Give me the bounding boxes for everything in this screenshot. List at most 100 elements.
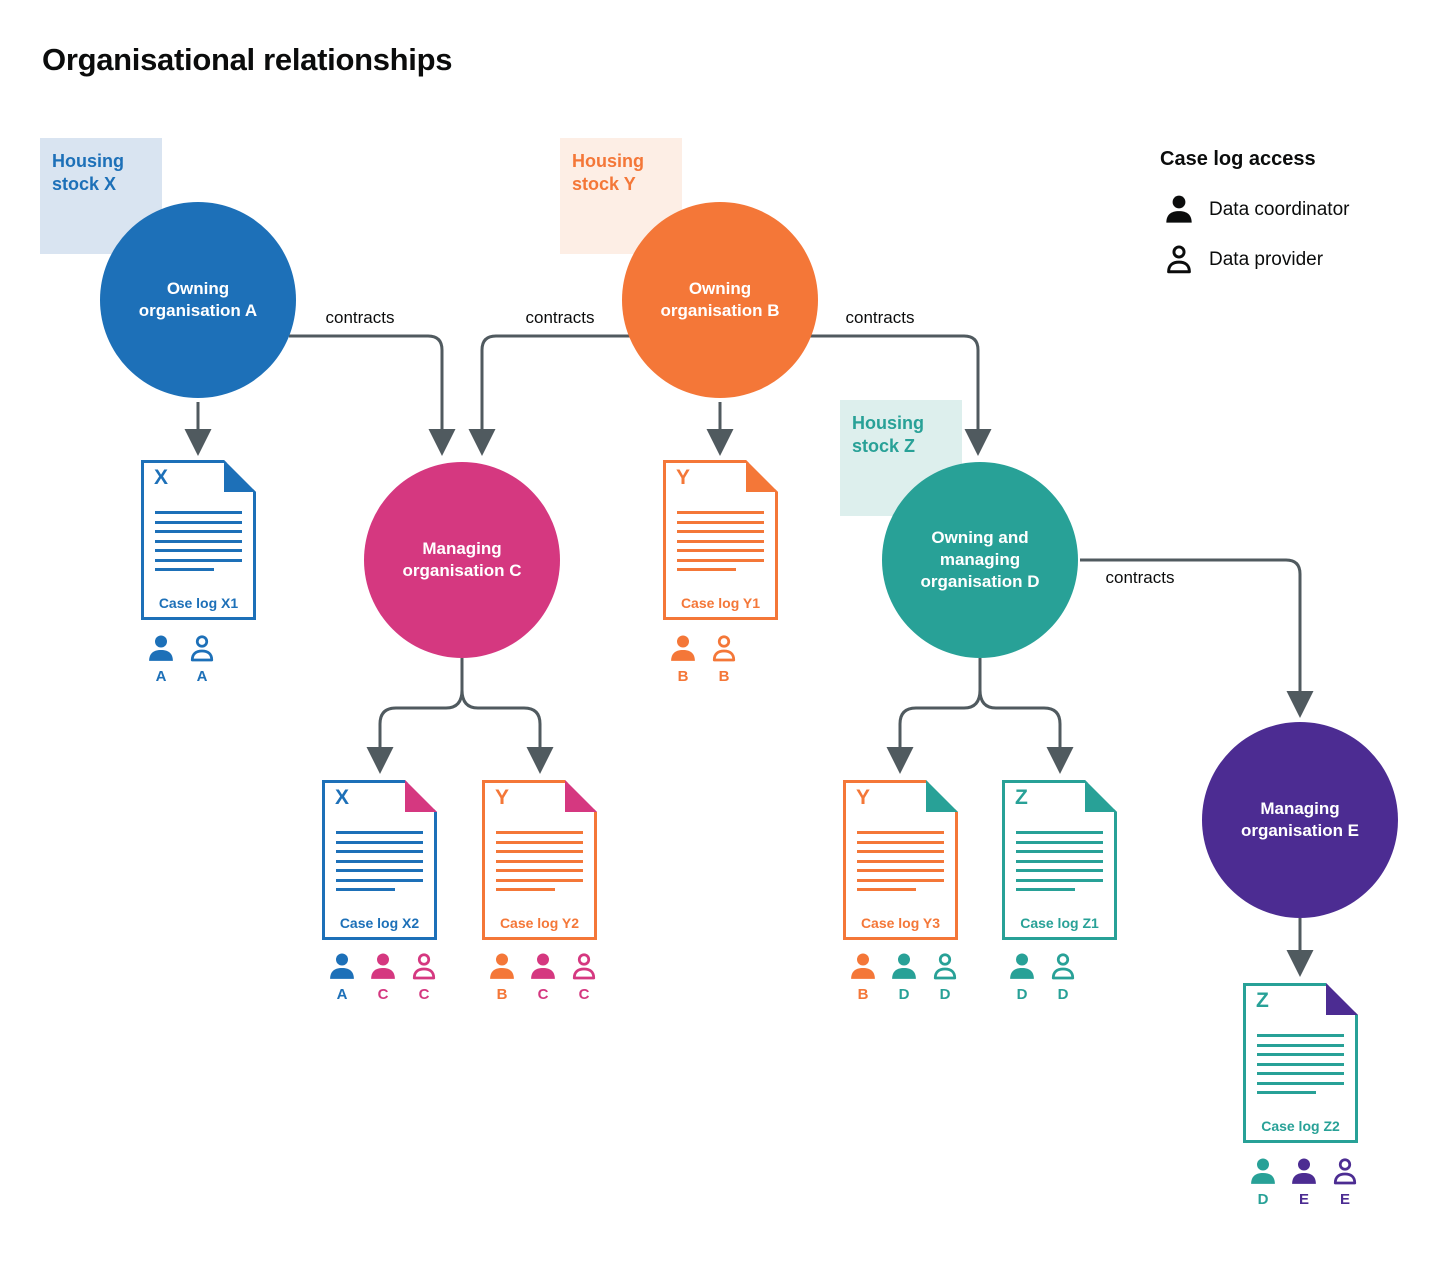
access-item: C [367,952,399,1003]
org-circle-c: Managing organisation C [364,462,560,658]
access-row-z2: D E E [1247,1157,1361,1208]
housing-stock-z-tag: Housing stock Z [840,400,962,516]
doc-caption: Case log X2 [339,915,420,931]
data-coordinator-icon [892,953,916,979]
data-provider-icon [1051,953,1075,980]
access-org-letter: D [1257,1191,1269,1208]
access-org-letter: A [336,986,348,1003]
org-circle-e: Managing organisation E [1202,722,1398,918]
access-org-letter: A [196,668,208,685]
doc-caption: Case log Z1 [1020,915,1099,931]
case-log-y2-doc: Y Case log Y2 [482,780,597,940]
arrow-c-to-case-log-x2 [366,689,464,774]
legend-item-provider: Data provider [1163,244,1323,276]
access-item: D [1047,952,1079,1003]
data-provider-icon [1333,1158,1357,1185]
legend-label: Data coordinator [1209,199,1350,220]
access-org-letter: D [1016,986,1028,1003]
access-item: B [486,952,518,1003]
doc-text-lines [1257,1034,1344,1094]
case-log-y3-doc: Y Case log Y3 [843,780,958,940]
access-row-y3: B D D [847,952,961,1003]
arrow-d-to-case-log-y3 [886,689,982,774]
org-circle-a: Owning organisation A [100,202,296,398]
doc-letter: Z [1256,989,1269,1012]
access-org-letter: B [496,986,508,1003]
data-coordinator-icon [1251,1158,1275,1184]
doc-caption: Case log Z2 [1261,1118,1340,1134]
access-item: B [708,634,740,685]
access-org-letter: C [377,986,389,1003]
access-item: D [1006,952,1038,1003]
arrow-d-to-e [1080,558,1314,718]
case-log-x1-doc: X Case log X1 [141,460,256,620]
case-log-z1-doc: Z Case log Z1 [1002,780,1117,940]
doc-caption: Case log X1 [158,595,239,611]
contracts-label-d-e: contracts [1105,568,1175,587]
folded-corner-icon [405,780,437,812]
access-item: E [1329,1157,1361,1208]
doc-text-lines [155,511,242,571]
folded-corner-icon [926,780,958,812]
access-org-letter: B [857,986,869,1003]
case-log-x2-doc: X Case log X2 [322,780,437,940]
access-row-x1: A A [145,634,218,685]
access-org-letter: E [1298,1191,1309,1208]
doc-letter: Z [1015,786,1028,809]
doc-text-lines [857,831,944,891]
access-org-letter: B [677,668,689,685]
doc-text-lines [1016,831,1103,891]
org-circle-b: Owning organisation B [622,202,818,398]
data-provider-icon [712,635,736,662]
data-coordinator-icon [330,953,354,979]
doc-caption: Case log Y3 [860,915,941,931]
folded-corner-icon [1326,983,1358,1015]
folded-corner-icon [224,460,256,492]
case-log-y1-doc: Y Case log Y1 [663,460,778,620]
doc-letter: Y [676,466,691,489]
folded-corner-icon [746,460,778,492]
data-coordinator-icon [851,953,875,979]
doc-text-lines [336,831,423,891]
access-item: A [186,634,218,685]
legend-label: Data provider [1209,249,1324,270]
doc-text-lines [496,831,583,891]
access-row-y1: B B [667,634,740,685]
data-provider-icon [412,953,436,980]
data-coordinator-icon [531,953,555,979]
access-item: C [527,952,559,1003]
access-item: A [145,634,177,685]
access-item: C [568,952,600,1003]
access-org-letter: B [718,668,730,685]
contracts-label-b-c: contracts [525,308,595,327]
data-provider-icon [190,635,214,662]
doc-letter: Y [856,786,871,809]
access-item: A [326,952,358,1003]
data-coordinator-icon [371,953,395,979]
contracts-label-b-d: contracts [845,308,915,327]
legend-item-coordinator: Data coordinator [1163,194,1349,226]
access-org-letter: D [898,986,910,1003]
doc-caption: Case log Y2 [499,915,580,931]
access-item: B [847,952,879,1003]
arrow-b-to-c [468,334,630,456]
access-item: E [1288,1157,1320,1208]
arrow-b-to-d [810,334,992,456]
data-coordinator-icon [490,953,514,979]
access-item: B [667,634,699,685]
doc-text-lines [677,511,764,571]
case-log-z2-doc: Z Case log Z2 [1243,983,1358,1143]
arrow-a-to-c [289,334,456,456]
page-title: Organisational relationships [42,42,453,77]
data-provider-icon [572,953,596,980]
doc-caption: Case log Y1 [680,595,761,611]
access-org-letter: C [537,986,549,1003]
access-org-letter: E [1339,1191,1350,1208]
org-circle-d: Owning and managing organisation D [882,462,1078,658]
access-item: D [1247,1157,1279,1208]
access-row-x2: A C C [326,952,440,1003]
contracts-label-a-c: contracts [325,308,395,327]
arrow-d-to-case-log-z1 [978,689,1074,774]
access-item: D [888,952,920,1003]
